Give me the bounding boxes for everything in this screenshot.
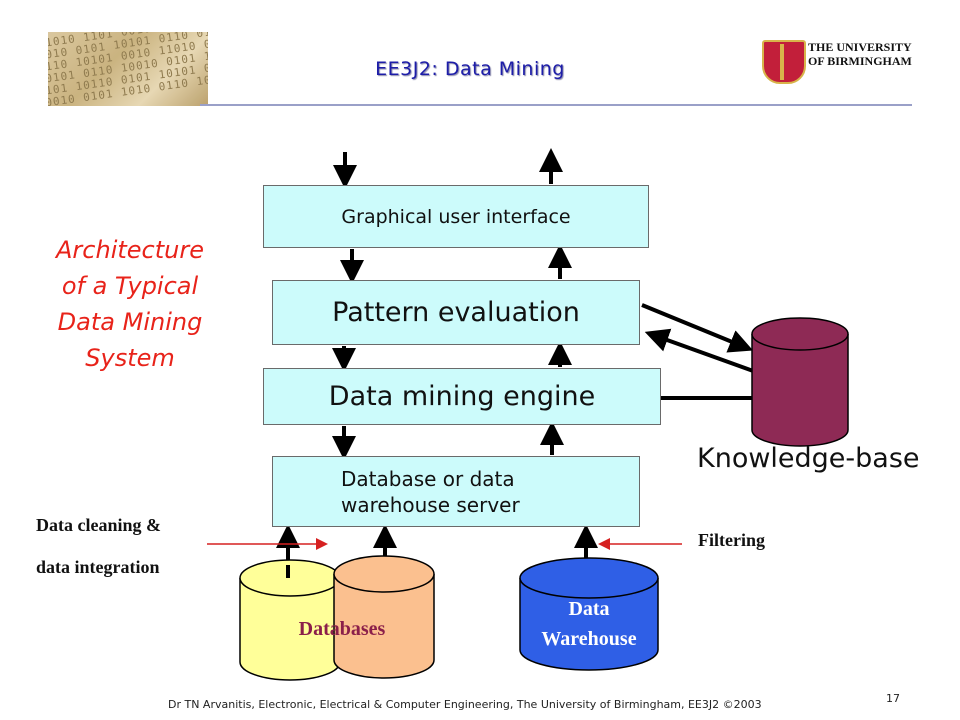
header-divider (200, 104, 912, 106)
university-crest-icon (762, 40, 806, 84)
crest-cross (780, 44, 784, 80)
data-warehouse-cylinder-icon (519, 557, 659, 671)
cleaning-label-line1: Data cleaning & (36, 515, 161, 535)
data-warehouse-line2: Warehouse (541, 628, 637, 650)
data-warehouse-label: Data Warehouse (520, 594, 658, 654)
data-mining-engine-label: Data mining engine (328, 381, 596, 412)
arrow-kb-to-pattern (644, 328, 757, 374)
arrow-pattern-to-kb (641, 303, 754, 353)
footer-credit: Dr TN Arvanitis, Electronic, Electrical … (168, 698, 762, 711)
databases-label: Databases (298, 618, 386, 640)
side-title: Architecture of a Typical Data Mining Sy… (30, 232, 230, 376)
side-title-line3: Data Mining (57, 308, 203, 336)
gui-box: Graphical user interface (263, 185, 649, 248)
side-title-line2: of a Typical (61, 272, 199, 300)
db-server-box: Database or data warehouse server (272, 456, 640, 527)
cleaning-label-line2: data integration (36, 557, 160, 577)
db-server-line1: Database or data (341, 466, 515, 491)
pattern-evaluation-box: Pattern evaluation (272, 280, 640, 345)
data-mining-engine-box: Data mining engine (263, 368, 661, 425)
university-logo-text: THE UNIVERSITY OF BIRMINGHAM (808, 40, 912, 68)
side-title-line4: System (85, 344, 175, 372)
university-line1: THE UNIVERSITY (808, 40, 912, 54)
side-title-line1: Architecture (56, 236, 204, 264)
university-line2: OF BIRMINGHAM (808, 54, 912, 68)
db-server-line2: warehouse server (341, 492, 520, 517)
pattern-evaluation-label: Pattern evaluation (332, 297, 580, 328)
page-title: EE3J2: Data Mining (375, 58, 565, 80)
gui-label: Graphical user interface (341, 205, 571, 228)
page-number: 17 (886, 692, 900, 705)
database-yellow-cylinder-icon (239, 559, 341, 681)
knowledge-base-label: Knowledge-base (697, 443, 920, 474)
database-orange-cylinder-icon (333, 555, 435, 679)
knowledge-base-cylinder-icon (751, 317, 849, 447)
data-warehouse-line1: Data (568, 598, 610, 620)
filtering-label: Filtering (698, 530, 765, 550)
